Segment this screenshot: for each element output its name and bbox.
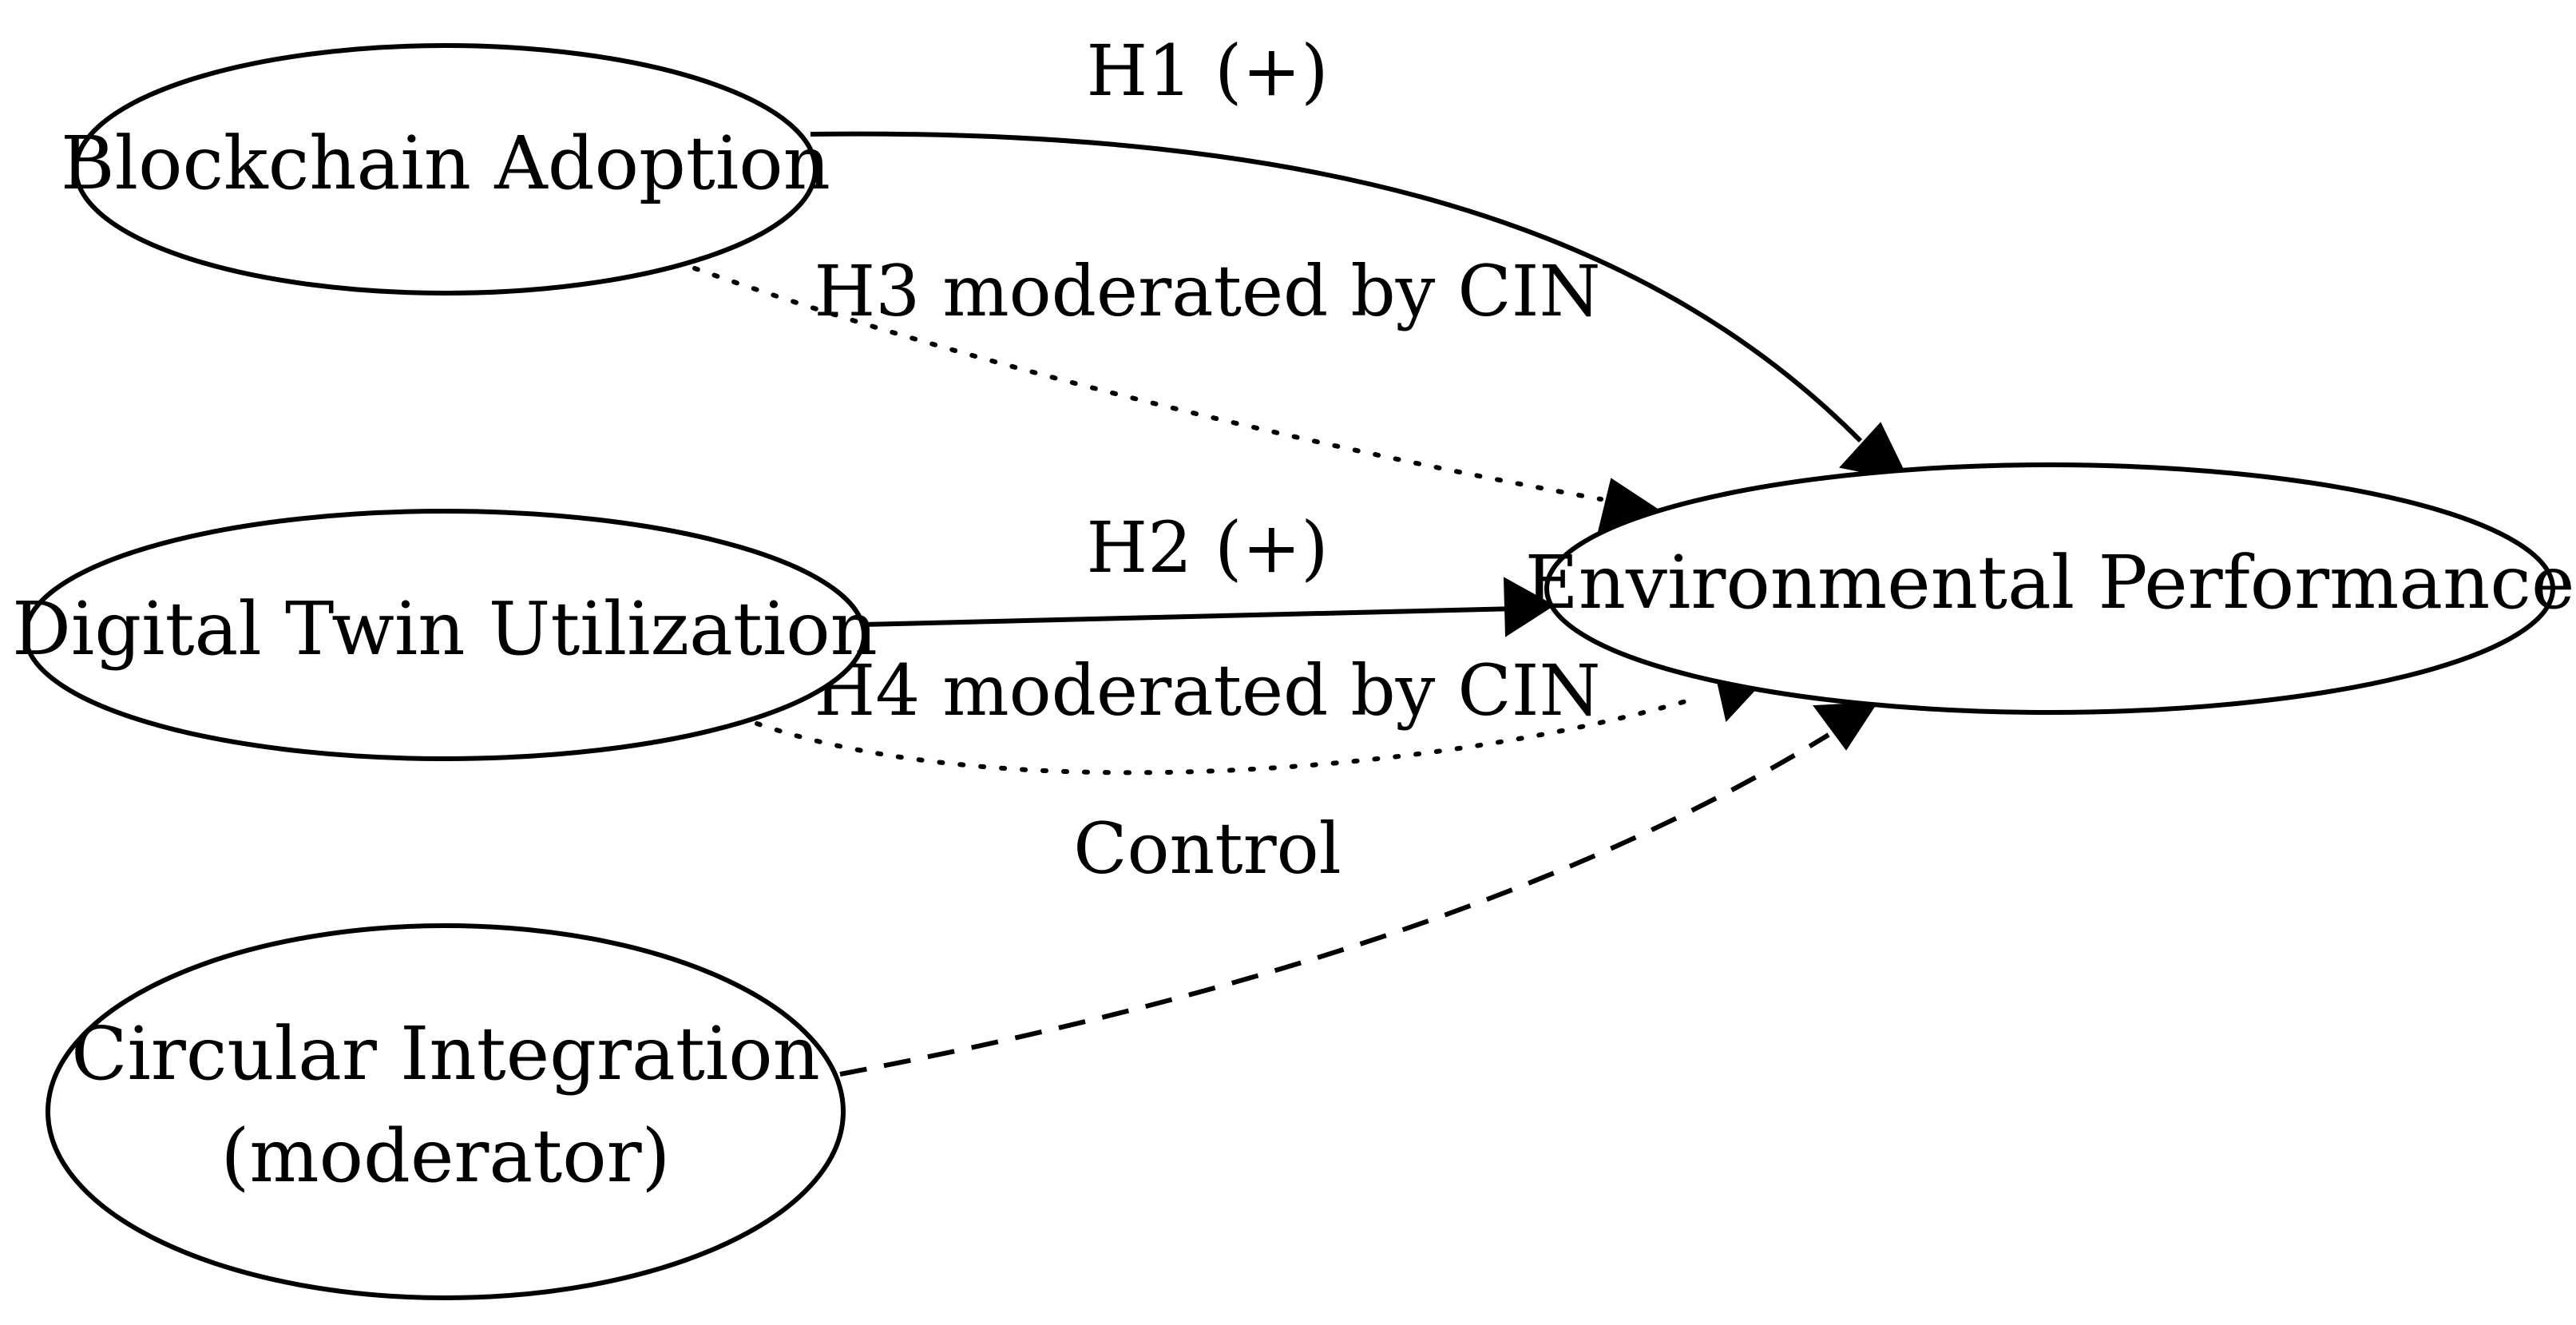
node-circular-integration-ellipse [46,923,846,1300]
node-environmental-performance-label: Environmental Performance [1525,540,2575,625]
edge-h4: H4 moderated by CIN [755,649,1769,776]
edge-control: Control [839,701,1878,1077]
edge-control-line [839,732,1830,1077]
node-circular-integration: Circular Integration (moderator) [46,923,846,1300]
edge-h2-arrowhead [1503,577,1555,637]
edge-h4-label: H4 moderated by CIN [814,649,1601,732]
edge-h3: H3 moderated by CIN [692,250,1667,534]
node-blockchain-adoption-ellipse [73,43,818,296]
edge-h1-label: H1 (+) [1086,30,1328,112]
edge-h3-label: H3 moderated by CIN [814,250,1601,332]
edge-h3-line [692,266,1603,502]
node-digital-twin-utilization: Digital Twin Utilization [12,509,878,761]
edge-h2-line [862,606,1518,627]
edge-h4-line [755,696,1699,776]
edge-control-arrowhead [1813,701,1878,751]
node-blockchain-adoption: Blockchain Adoption [61,43,830,296]
node-digital-twin-utilization-ellipse [23,509,866,761]
node-digital-twin-utilization-label: Digital Twin Utilization [12,586,878,672]
node-environmental-performance: Environmental Performance [1525,462,2575,715]
node-environmental-performance-ellipse [1544,462,2555,715]
edge-h1-line [810,131,1863,443]
node-blockchain-adoption-label: Blockchain Adoption [61,121,830,206]
edge-h2-label: H2 (+) [1086,506,1328,589]
node-circular-integration-label-line2: (moderator) [221,1113,671,1199]
edge-h2: H2 (+) [862,506,1555,637]
edge-control-label: Control [1073,807,1342,890]
node-circular-integration-label-line1: Circular Integration [71,1011,820,1097]
edge-h1: H1 (+) [810,30,1910,482]
